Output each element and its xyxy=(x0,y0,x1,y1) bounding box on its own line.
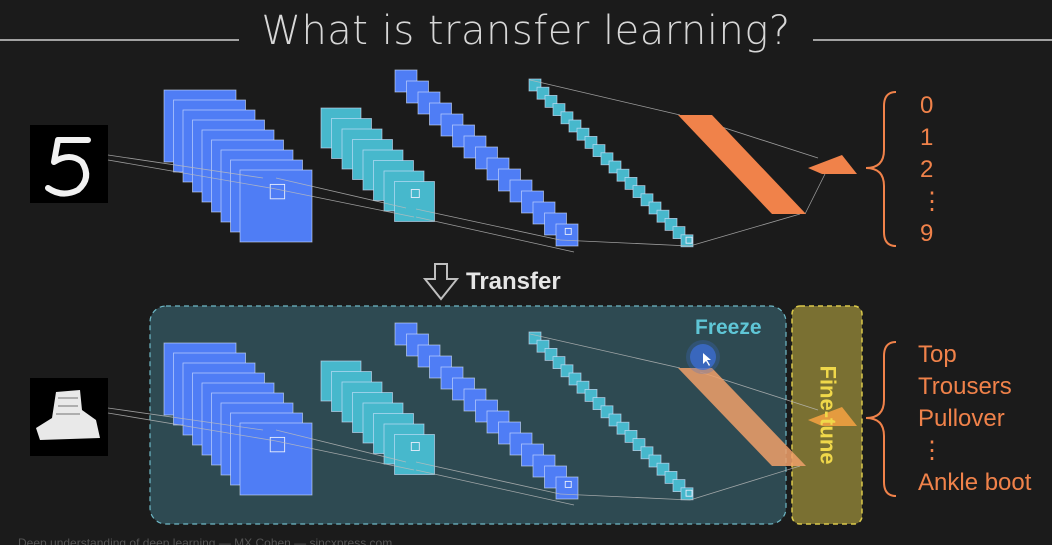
bottom-network xyxy=(30,322,897,506)
slide-title: What is transfer learning? xyxy=(0,8,1052,54)
top-conv-layer-1 xyxy=(163,89,313,243)
top-output-2: 2 xyxy=(920,156,934,183)
top-brace-icon xyxy=(865,91,897,247)
bottom-dense-layer xyxy=(678,368,806,466)
bottom-brace-icon xyxy=(865,341,897,497)
bottom-conv-layer-2 xyxy=(320,360,435,475)
bottom-conv-layer-1-map xyxy=(239,422,313,496)
top-conv-layer-3-kernel xyxy=(564,227,572,235)
top-output-layer xyxy=(808,155,857,174)
bottom-conv-layer-4-kernel xyxy=(685,489,693,497)
bottom-conv-layer-3-kernel xyxy=(564,480,572,488)
bottom-conv-layer-1-kernel xyxy=(269,436,286,453)
bottom-conv-layer-1 xyxy=(163,342,313,496)
bottom-conv-layer-3-map xyxy=(555,476,579,500)
bottom-conv-layer-3 xyxy=(394,322,579,500)
top-conv-layer-3 xyxy=(394,69,579,247)
top-output-ellipsis: ⋮ xyxy=(920,188,944,215)
bottom-conv-layer-4-map xyxy=(680,487,694,501)
finetune-label: Fine-tune xyxy=(815,365,840,465)
top-output-0: 0 xyxy=(920,92,934,119)
bottom-output-top: Top xyxy=(918,341,957,368)
bottom-conv-layer-2-kernel xyxy=(410,442,420,451)
top-conv-layer-3-map xyxy=(555,223,579,247)
bottom-output-ankle-boot: Ankle boot xyxy=(918,469,1032,496)
bottom-output-ellipsis: ⋮ xyxy=(920,437,944,464)
top-conv-layer-2 xyxy=(320,107,435,222)
top-output-1: 1 xyxy=(920,124,934,151)
bottom-connection-lines xyxy=(107,333,819,506)
top-connection-lines xyxy=(107,79,826,253)
bottom-input-image xyxy=(30,378,108,456)
bottom-conv-layer-2-map xyxy=(394,434,435,475)
top-dense-layer xyxy=(678,115,806,214)
bottom-conv-layer-4 xyxy=(528,331,694,501)
top-output-9: 9 xyxy=(920,220,934,247)
top-conv-layer-4-kernel xyxy=(685,236,693,244)
top-input-image xyxy=(30,125,108,203)
top-conv-layer-4 xyxy=(528,78,694,248)
footer-credit: Deep understanding of deep learning — MX… xyxy=(18,536,393,545)
top-conv-layer-1-kernel xyxy=(269,183,286,200)
cursor-icon xyxy=(686,340,720,374)
top-conv-layer-1-map xyxy=(239,169,313,243)
bottom-output-trousers: Trousers xyxy=(918,373,1012,400)
top-conv-layer-2-map xyxy=(394,181,435,222)
top-conv-layer-4-map xyxy=(680,234,694,248)
top-network xyxy=(30,69,897,253)
freeze-label: Freeze xyxy=(695,316,762,339)
bottom-output-layer xyxy=(808,407,857,426)
top-conv-layer-2-kernel xyxy=(410,189,420,198)
transfer-arrow-icon xyxy=(422,263,460,301)
bottom-output-pullover: Pullover xyxy=(918,405,1005,432)
transfer-label: Transfer xyxy=(466,268,561,295)
